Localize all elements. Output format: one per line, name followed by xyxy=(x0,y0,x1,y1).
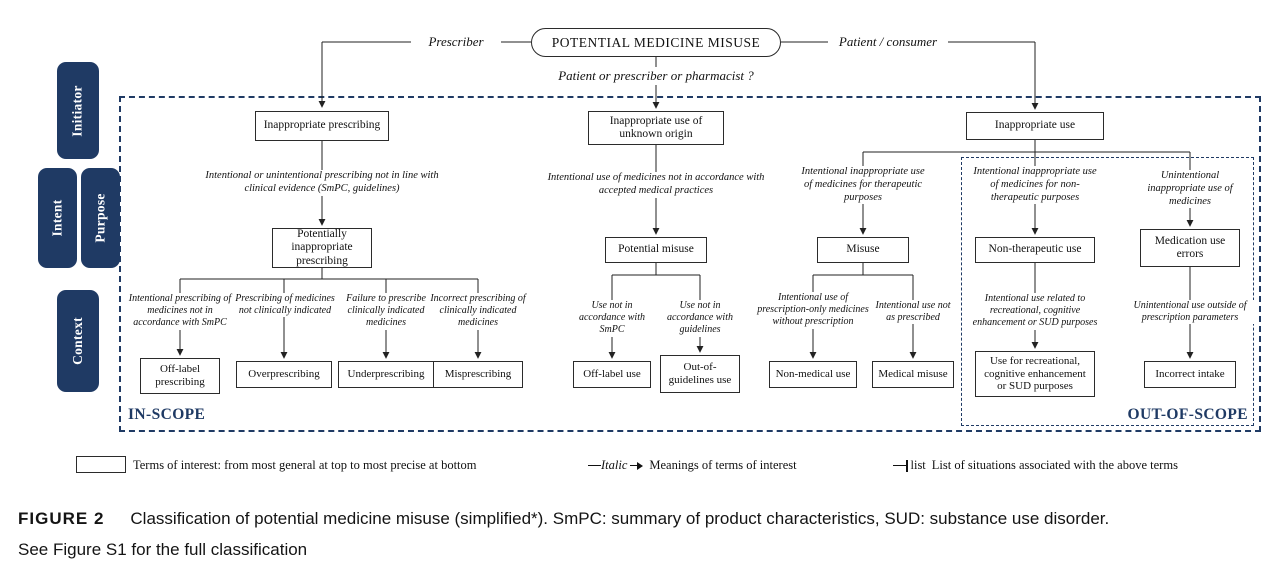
meaning-out-of-guidelines-use: Use not in accordance with guidelines xyxy=(656,300,744,337)
sidebar-pill-purpose: Purpose xyxy=(81,168,120,268)
legend-list-label: List of situations associated with the a… xyxy=(931,458,1178,472)
meaning-overprescribing: Prescribing of medicines not clinically … xyxy=(235,293,335,318)
sidebar-pill-context: Context xyxy=(57,290,99,392)
node-medication-use-errors: Medication use errors xyxy=(1140,229,1240,267)
sidebar-label-purpose: Purpose xyxy=(92,193,108,243)
branch-label-patient-consumer: Patient / consumer xyxy=(828,34,948,50)
sidebar-label-intent: Intent xyxy=(49,199,65,237)
meaning-therapeutic-purposes: Intentional inappropriate use of medicin… xyxy=(798,166,928,205)
meaning-recreational-use: Intentional use related to recreational,… xyxy=(970,293,1100,330)
sidebar-pill-initiator: Initiator xyxy=(57,62,99,159)
legend-list-line-icon xyxy=(893,465,906,466)
legend-terms-label: Terms of interest: from most general at … xyxy=(133,458,477,472)
node-underprescribing: Underprescribing xyxy=(338,361,434,388)
branch-label-question: Patient or prescriber or pharmacist ? xyxy=(541,67,771,85)
caption-line2: See Figure S1 for the full classificatio… xyxy=(18,539,308,559)
meaning-incorrect-intake: Unintentional use outside of prescriptio… xyxy=(1125,300,1255,325)
node-misuse: Misuse xyxy=(817,237,909,263)
node-off-label-use: Off-label use xyxy=(573,361,651,388)
node-incorrect-intake: Incorrect intake xyxy=(1144,361,1236,388)
root-node: POTENTIAL MEDICINE MISUSE xyxy=(531,28,781,57)
caption-line1: FIGURE 2 Classification of potential medi… xyxy=(18,504,1268,535)
legend-italic-label: Meanings of terms of interest xyxy=(649,458,797,472)
meaning-unknown-origin: Intentional use of medicines not in acco… xyxy=(541,172,771,198)
node-medical-misuse: Medical misuse xyxy=(872,361,954,388)
scope-label-out: OUT-OF-SCOPE xyxy=(1127,406,1248,423)
node-overprescribing: Overprescribing xyxy=(236,361,332,388)
node-off-label-prescribing: Off-label prescribing xyxy=(140,358,220,394)
out-of-scope-boundary xyxy=(961,157,1254,426)
legend-terms-box xyxy=(76,456,126,473)
caption-text: Classification of potential medicine mis… xyxy=(130,509,1110,528)
legend-line-icon xyxy=(588,465,601,466)
legend-list-entry: list List of situations associated with … xyxy=(893,457,1178,474)
legend-italic-entry: Italic Meanings of terms of interest xyxy=(588,457,797,474)
node-recreational-use: Use for recreational, cognitive enhancem… xyxy=(975,351,1095,397)
meaning-underprescribing: Failure to prescribe clinically indicate… xyxy=(342,293,430,330)
scope-label-in: IN-SCOPE xyxy=(128,406,206,423)
node-inappropriate-use-unknown-origin: Inappropriate use of unknown origin xyxy=(588,111,724,145)
figure-caption: FIGURE 2 Classification of potential medi… xyxy=(18,504,1268,565)
legend-italic-word: Italic xyxy=(601,458,628,472)
legend-arrow-shaft-icon xyxy=(630,465,638,466)
node-inappropriate-prescribing: Inappropriate prescribing xyxy=(255,111,389,141)
figure-label: FIGURE 2 xyxy=(18,509,105,528)
node-non-therapeutic-use: Non-therapeutic use xyxy=(975,237,1095,263)
legend-list-word: list xyxy=(910,458,926,472)
meaning-inappropriate-prescribing: Intentional or unintentional prescribing… xyxy=(202,170,442,196)
sidebar-label-context: Context xyxy=(70,317,85,365)
node-misprescribing: Misprescribing xyxy=(433,361,523,388)
meaning-medical-misuse: Intentional use not as prescribed xyxy=(870,300,956,325)
sidebar-label-initiator: Initiator xyxy=(70,84,86,137)
node-out-of-guidelines-use: Out-of-guidelines use xyxy=(660,355,740,393)
meaning-off-label-prescribing: Intentional prescribing of medicines not… xyxy=(126,293,234,330)
legend-list-tick-icon xyxy=(906,459,908,472)
meaning-unintentional-use: Unintentional inappropriate use of medic… xyxy=(1134,170,1246,209)
legend-arrow-icon xyxy=(637,461,644,470)
meaning-non-medical-use: Intentional use of prescription-only med… xyxy=(757,292,869,329)
node-non-medical-use: Non-medical use xyxy=(769,361,857,388)
node-inappropriate-use: Inappropriate use xyxy=(966,112,1104,140)
branch-label-prescriber: Prescriber xyxy=(411,34,501,50)
meaning-non-therapeutic-purposes: Intentional inappropriate use of medicin… xyxy=(968,166,1102,205)
meaning-off-label-use: Use not in accordance with SmPC xyxy=(568,300,656,337)
sidebar-pill-intent: Intent xyxy=(38,168,77,268)
node-potential-misuse: Potential misuse xyxy=(605,237,707,263)
node-potentially-inappropriate-prescribing: Potentially inappropriate prescribing xyxy=(272,228,372,268)
meaning-misprescribing: Incorrect prescribing of clinically indi… xyxy=(430,293,526,330)
in-scope-boundary xyxy=(119,96,1261,432)
